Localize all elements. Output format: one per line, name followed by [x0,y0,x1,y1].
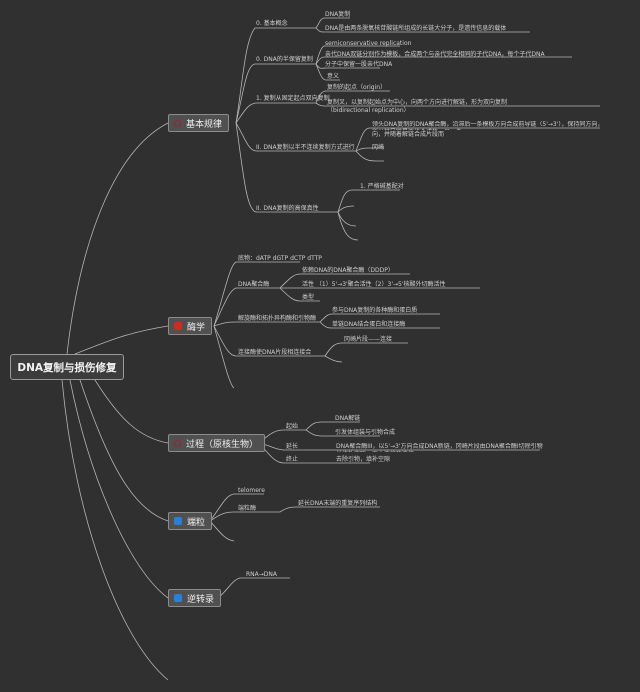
topic-helicase-topoisomerase[interactable]: 解旋酶和拓扑异构酶和引物酶 [238,315,317,322]
topic-telomere-en[interactable]: telomere [238,487,265,494]
topic-dna-polymerase[interactable]: DNA聚合酶 [238,281,270,288]
topic-significance[interactable]: 意义 [327,73,340,80]
hollow-circle-icon [174,119,181,127]
topic-basic-concept[interactable]: 0. 基本概念 [256,20,288,27]
branch-label: 端粒 [187,517,206,528]
topic-telomere-extension[interactable]: 延长DNA末端的重复序列结构 [298,500,378,507]
topic-semiconservative-en[interactable]: semiconservative replication [325,40,412,47]
topic-high-fidelity[interactable]: II. DNA复制的高保真性 [256,205,319,212]
topic-related-proteins[interactable]: 参与DNA复制的各种酶和蛋白质 [332,307,418,314]
topic-types[interactable]: 类型 [302,294,315,301]
topic-activity[interactable]: 活性 （1）5'→3'聚合活性（2）3'→5'核酸外切酶活性 [302,281,446,288]
topic-ligase[interactable]: 连接酶使DNA片段相连接合 [238,349,312,356]
branch-label: 逆转录 [187,594,215,605]
topic-elongation-desc[interactable]: DNA聚合酶III，以5'→3'方向合成DNA新链，冈崎片段由DNA聚合酶I切除… [336,443,543,452]
topic-origin[interactable]: 复制的起点（origin） [327,84,387,91]
topic-initiation[interactable]: 起始 [286,423,299,430]
branch-reverse-transcription[interactable]: 逆转录 [168,589,222,607]
branch-label: 酶学 [187,322,206,333]
topic-bidirectional[interactable]: 1. 复制从固定起点双向复制 [256,95,330,102]
branch-label: 过程（原核生物） [186,439,259,450]
topic-okazaki[interactable]: 冈崎 [372,144,385,151]
topic-semiconservative-desc2[interactable]: 分子中保留一股亲代DNA [325,61,393,68]
branch-telomere[interactable]: 端粒 [168,512,213,530]
hollow-circle-icon [174,439,181,447]
topic-dna-definition[interactable]: DNA是由两条脱氧核苷酸链所组成的长链大分子，是遗传信息的载体 [325,25,507,32]
blue-square-icon [174,517,182,525]
topic-elongation[interactable]: 延长 [286,443,299,450]
topic-lagging-strand[interactable]: 向，并随着解链合成片段而 [372,131,445,138]
topic-okazaki-join[interactable]: 冈崎片段——连接 [344,336,393,343]
topic-dddp[interactable]: 依赖DNA的DNA聚合酶（DDDP） [302,267,394,274]
topic-unwinding[interactable]: DNA解链 [335,415,361,422]
branch-process[interactable]: 过程（原核生物） [168,434,266,452]
topic-replication-fork[interactable]: 复制叉，以复制起始点为中心，向两个方向进行解链，形为双向复制 [327,99,508,106]
topic-semiconservative[interactable]: 0. DNA的半保留复制 [256,56,313,63]
topic-telomerase[interactable]: 端粒酶 [238,505,257,512]
branch-enzymes[interactable]: 酶学 [168,317,213,335]
branch-label: 基本规律 [186,119,223,130]
topic-rna-to-dna[interactable]: RNA→DNA [246,571,278,578]
topic-semiconservative-desc[interactable]: 亲代DNA双链分别作为模板，合成两个与亲代完全相同的子代DNA，每个子代DNA [325,51,545,58]
topic-semidiscontinuous[interactable]: II. DNA复制以半不连续复制方式进行 [256,144,355,151]
topic-substrates[interactable]: 底物：dATP dGTP dCTP dTTP [238,255,322,262]
topic-primosome[interactable]: 引发体组装与引物合成 [335,429,396,436]
red-square-icon [174,322,182,330]
topic-dna-replication[interactable]: DNA复制 [325,11,351,18]
topic-replication-fork-en[interactable]: （bidirectional replication） [327,107,410,114]
blue-square-icon [174,594,182,602]
topic-termination-desc[interactable]: 去除引物，填补空隙 [336,456,391,463]
topic-termination[interactable]: 终止 [286,456,299,463]
root-node[interactable]: DNA复制与损伤修复 [10,354,124,380]
topic-base-pairing[interactable]: 1. 严格碱基配对 [360,183,404,190]
topic-ssb-ligase[interactable]: 单链DNA结合蛋白和连接酶 [332,321,406,328]
topic-leading-strand[interactable]: 领头DNA复制的DNA聚合酶，沿滞后一条模板方向合成前导链（5'→3'），保持同… [372,121,604,130]
branch-basic-rules[interactable]: 基本规律 [168,114,230,132]
